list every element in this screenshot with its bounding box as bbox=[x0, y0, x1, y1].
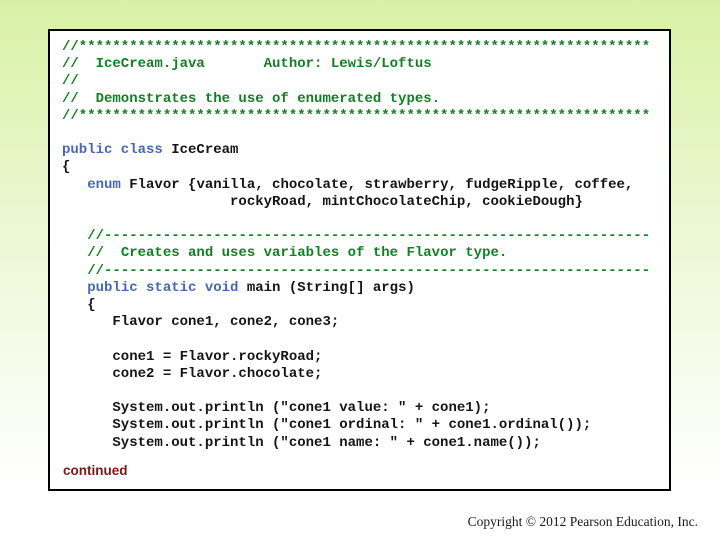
code-line: { bbox=[62, 297, 96, 314]
code-line: // bbox=[62, 73, 79, 90]
code-line: // IceCream.java Author: Lewis/Loftus bbox=[62, 56, 432, 73]
code-line bbox=[62, 125, 663, 142]
code-line: { bbox=[62, 159, 71, 176]
code-line bbox=[62, 383, 663, 400]
code-line: //--------------------------------------… bbox=[87, 262, 651, 279]
continued-label: continued bbox=[63, 463, 128, 478]
code-line: public static void main (String[] args) bbox=[87, 279, 415, 296]
code-line: rockyRoad, mintChocolateChip, cookieDoug… bbox=[62, 193, 583, 210]
code-line: public class IceCream bbox=[62, 142, 239, 159]
copyright-footer: Copyright © 2012 Pearson Education, Inc. bbox=[467, 514, 698, 529]
code-block: //**************************************… bbox=[62, 39, 663, 452]
code-panel: //**************************************… bbox=[48, 29, 671, 491]
code-line: System.out.println ("cone1 ordinal: " + … bbox=[62, 417, 592, 434]
code-line: System.out.println ("cone1 value: " + co… bbox=[62, 400, 491, 417]
code-line: //--------------------------------------… bbox=[87, 228, 651, 245]
code-line bbox=[62, 331, 663, 348]
code-line: cone1 = Flavor.rockyRoad; bbox=[62, 348, 323, 365]
code-line: // Creates and uses variables of the Fla… bbox=[87, 245, 508, 262]
code-line: // Demonstrates the use of enumerated ty… bbox=[62, 90, 441, 107]
code-line bbox=[62, 211, 663, 228]
code-line: cone2 = Flavor.chocolate; bbox=[62, 365, 323, 382]
code-line: //**************************************… bbox=[62, 107, 651, 124]
code-line: System.out.println ("cone1 name: " + con… bbox=[62, 434, 541, 451]
code-line: enum Flavor {vanilla, chocolate, strawbe… bbox=[87, 176, 634, 193]
code-line: Flavor cone1, cone2, cone3; bbox=[62, 314, 340, 331]
code-line: //**************************************… bbox=[62, 39, 651, 55]
